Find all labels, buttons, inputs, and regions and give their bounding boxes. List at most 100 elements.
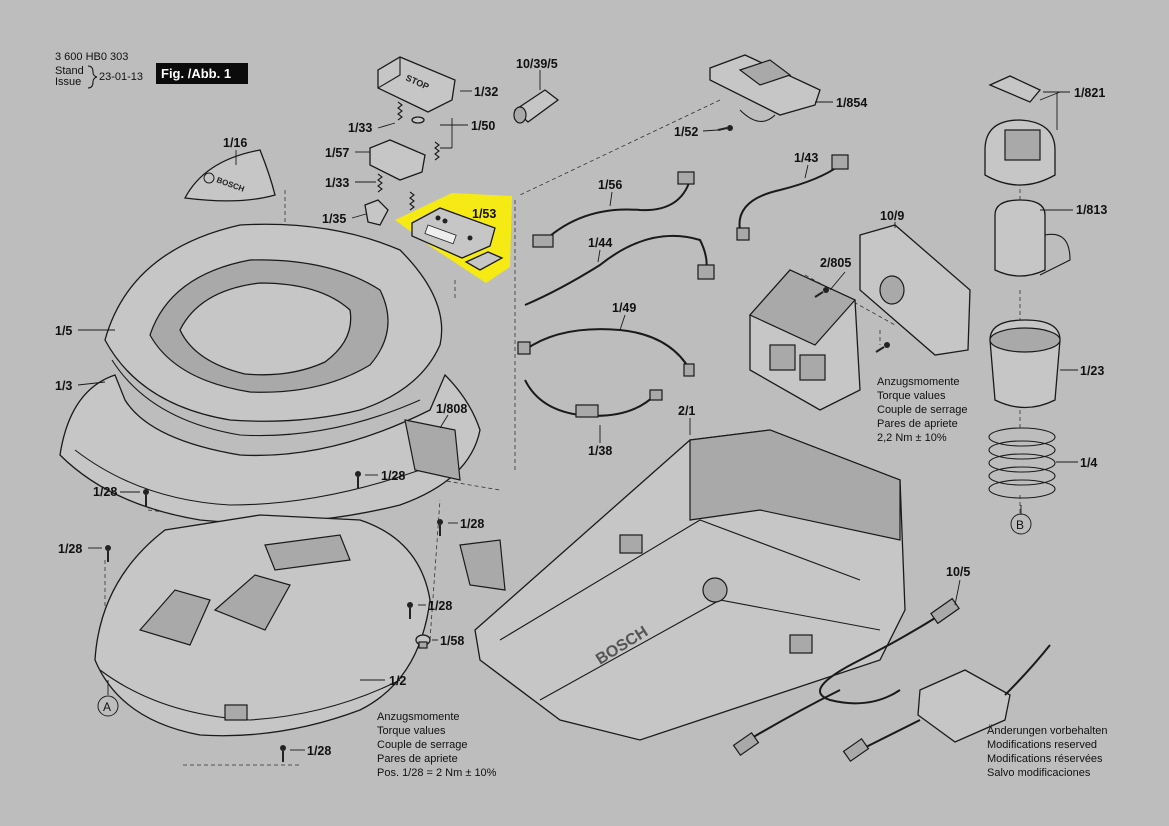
part-1-35-clip [364,199,389,226]
brace-icon [87,65,98,89]
label-1-38: 1/38 [588,444,612,458]
svg-text:Couple de serrage: Couple de serrage [377,739,468,751]
modifications-note: Änderungen vorbehalten Modifications res… [987,725,1107,779]
cable-1-56 [539,179,691,246]
part-1-32-stop-button: STOP [377,56,456,113]
part-1-53-highlight [395,193,512,283]
svg-text:Pares de apriete: Pares de apriete [877,418,958,430]
part-1-57-bracket [369,139,426,181]
label-1-813: 1/813 [1076,203,1107,217]
figure-label: Fig. /Abb. 1 [161,66,231,81]
part-1-5-top-cover [104,223,443,437]
cable-1-49 [524,328,691,371]
label-1-808: 1/808 [436,402,467,416]
label-1-53: 1/53 [472,207,496,221]
part-1-854-board [709,54,821,122]
svg-text:2,2 Nm ± 10%: 2,2 Nm ± 10% [877,432,947,444]
label-1-32: 1/32 [474,85,498,99]
svg-text:Torque values: Torque values [377,725,446,737]
label-1-5: 1/5 [55,324,72,338]
torque-note-right: Anzugsmomente Torque values Couple de se… [877,376,968,444]
label-1-28a: 1/28 [93,485,117,499]
svg-text:Modifications reserved: Modifications reserved [987,739,1097,751]
stand-label: Stand [55,65,84,77]
label-1-43: 1/43 [794,151,818,165]
callout-a: A [97,695,119,717]
screw-icon [143,489,149,506]
label-1-28e: 1/28 [428,599,452,613]
cable-1-43 [738,164,841,231]
svg-text:Anzugsmomente: Anzugsmomente [377,711,460,723]
label-1-4: 1/4 [1080,456,1097,470]
part-1-808-flaps [404,419,506,591]
part-2-1-base-chassis: BOSCH [474,429,906,741]
label-1-49: 1/49 [612,301,636,315]
screw-icon [105,545,111,562]
issue-label: Issue [55,76,81,88]
label-1-854: 1/854 [836,96,867,110]
label-1-2: 1/2 [389,674,406,688]
svg-text:Salvo modificaciones: Salvo modificaciones [987,767,1091,779]
part-10-39-5-plug [513,89,560,124]
label-1-56: 1/56 [598,178,622,192]
svg-text:Modifications réservées: Modifications réservées [987,753,1103,765]
label-1-52: 1/52 [674,125,698,139]
label-10-9: 10/9 [880,209,904,223]
part-1-813-motor [994,199,1071,277]
part-2-805-motor-unit [749,269,861,411]
callout-b: B [1010,513,1032,535]
label-2-805: 2/805 [820,256,851,270]
part-1-821-cap [984,75,1056,186]
part-10-5-power-supply [732,597,1051,763]
knob-icon [415,634,431,649]
document-header: 3 600 HB0 303 Stand Issue 23-01-13 Fig. … [55,51,248,89]
torque-note-bottom: Anzugsmomente Torque values Couple de se… [377,711,497,779]
leader-lines [77,70,1078,751]
svg-text:Pos. 1/28 = 2 Nm ± 10%: Pos. 1/28 = 2 Nm ± 10% [377,767,497,779]
label-2-1: 2/1 [678,404,695,418]
label-1-821: 1/821 [1074,86,1105,100]
label-1-16: 1/16 [223,136,247,150]
connector-1-56b [677,171,695,185]
issue-date: 23-01-13 [99,71,143,83]
svg-text:Pares de apriete: Pares de apriete [377,753,458,765]
label-1-50: 1/50 [471,119,495,133]
part-1-3-body-shell [59,373,481,524]
label-10-5: 10/5 [946,565,970,579]
part-1-33-springs [377,101,440,211]
screw-icon [355,471,361,488]
part-10-9-panel [859,224,971,356]
part-1-16-decal: BOSCH [183,149,276,202]
label-1-33b: 1/33 [325,176,349,190]
svg-text:Anzugsmomente: Anzugsmomente [877,376,960,388]
svg-text:Änderungen vorbehalten: Änderungen vorbehalten [987,725,1107,737]
label-10-39-5: 10/39/5 [516,57,558,71]
callout-a-text: A [103,700,111,714]
callout-b-text: B [1016,518,1024,532]
doc-number: 3 600 HB0 303 [55,51,128,63]
screw-icon [280,745,286,762]
label-1-3: 1/3 [55,379,72,393]
connector-1-56a [532,234,554,248]
label-1-28b: 1/28 [381,469,405,483]
label-1-28d: 1/28 [460,517,484,531]
part-1-23-housing [989,319,1061,409]
label-1-28f: 1/28 [307,744,331,758]
screw-icon [437,519,443,536]
screw-icon [717,125,733,131]
wiring-harnesses [517,154,849,418]
screw-icon [407,602,413,619]
label-1-33a: 1/33 [348,121,372,135]
label-1-44: 1/44 [588,236,612,250]
figure-label-box [156,63,248,84]
label-1-28c: 1/28 [58,542,82,556]
svg-text:Couple de serrage: Couple de serrage [877,404,968,416]
label-1-23: 1/23 [1080,364,1104,378]
part-1-2-lower-cover [94,514,431,737]
part-labels: 1/16 1/5 1/3 1/33 1/57 1/33 1/35 1/32 1/… [55,57,1107,758]
label-1-35: 1/35 [322,212,346,226]
part-1-4-spring [988,427,1056,499]
screw-icons [105,125,890,762]
